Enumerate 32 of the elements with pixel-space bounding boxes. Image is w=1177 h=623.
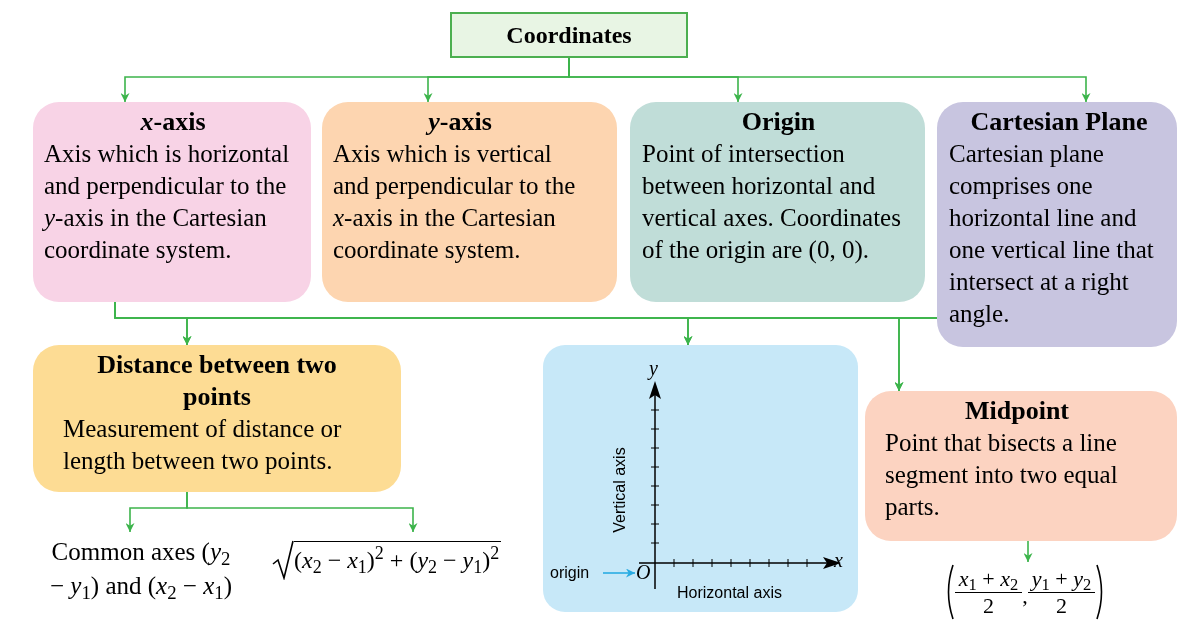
arrow <box>186 491 418 533</box>
card-description: Measurement of distance or length between two points. <box>63 414 343 476</box>
formula-text: Common axes (y$_{2}$ − y$_{1}$) and (x$_{2}$ − x$_{1}$) <box>10 535 272 607</box>
card-description: Axis which is horizontal and perpendicular to the y-axis in the Cartesian coordinate system. <box>44 139 291 265</box>
card-heading: y-axis <box>333 106 587 138</box>
card-heading: x-axis <box>139 106 207 138</box>
card-heading: Cartesian Plane <box>969 106 1149 138</box>
concept-card <box>322 102 617 302</box>
distance-formula: (x$_{2}$ − x$_{1}$)$^{2}$ + (y$_{2}$ − y$_{1}$)$^{2}$ <box>272 538 542 586</box>
arrow <box>1023 540 1033 563</box>
concept-card <box>630 102 925 302</box>
axis-title: Horizontal axis <box>677 583 782 603</box>
title-box: Coordinates <box>450 12 688 58</box>
card-description: Axis which is vertical and perpendicular to the x-axis in the Cartesian coordinate system. <box>333 139 577 265</box>
concept-card <box>33 102 311 302</box>
card-description: Cartesian plane comprises one horizontal line and one vertical line that intersect at a right angle. <box>949 139 1155 329</box>
card-heading: Midpoint <box>964 395 1070 427</box>
arrow <box>894 317 938 392</box>
origin-point-label: O <box>636 560 654 584</box>
concept-card <box>33 345 401 492</box>
concept-card <box>865 391 1177 541</box>
card-description: Point of intersection between horizontal and vertical axes. Coordinates of the origin are (0, 0). <box>642 139 902 266</box>
card-heading: Distance between two points <box>96 349 338 413</box>
concept-card <box>937 102 1177 347</box>
card-description: Point that bisects a line segment into two equal parts. <box>885 428 1119 522</box>
card-heading: Origin <box>740 106 817 138</box>
origin-label: origin <box>550 562 602 584</box>
axis-label: y <box>649 357 658 379</box>
arrow <box>602 568 636 578</box>
axis-title: Vertical axis <box>610 446 629 535</box>
midpoint-formula: x$_{1}$ + x$_{2}$ 2 , y$_{1}$ + y$_{2}$ 2 <box>910 562 1140 622</box>
graph-panel <box>543 345 858 612</box>
